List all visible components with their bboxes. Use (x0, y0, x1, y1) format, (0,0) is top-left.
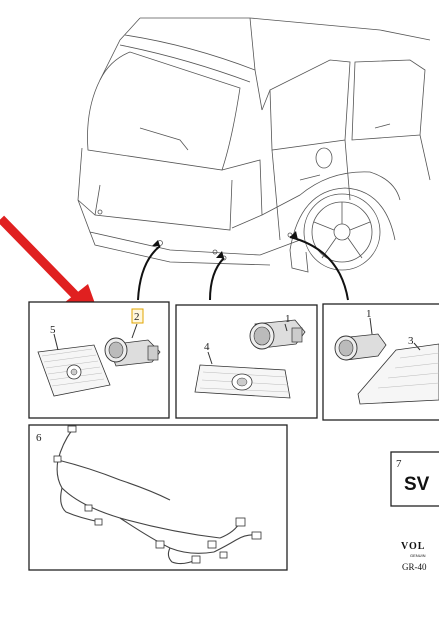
callout-6: 6 (36, 432, 42, 444)
callout-1-middle: 1 (285, 313, 291, 325)
panel-wiring-harness: 6 (28, 424, 288, 571)
connector-arrows (137, 236, 349, 301)
car-illustration (77, 17, 431, 273)
bracket-part-5 (37, 344, 111, 397)
reference-code: GR-40 (402, 562, 427, 572)
panel-sensor-middle: 1 4 (175, 304, 318, 419)
callout-1-right: 1 (366, 308, 372, 320)
bracket-part-4 (194, 364, 291, 399)
connector-arrowheads (152, 231, 298, 258)
panel-label-7: 7 SV (390, 451, 439, 507)
sensor-part-2 (104, 337, 161, 367)
wiring-harness-part-6 (56, 429, 257, 565)
brand-footer: VOL GENUIN GR-40 (401, 541, 427, 572)
panel-sensor-right: 1 3 (322, 303, 439, 421)
sensor-part-1-right (334, 333, 387, 361)
harness-connectors (53, 425, 262, 564)
brand-subtitle: GENUIN (410, 553, 426, 558)
callout-5: 5 (50, 324, 56, 336)
panel-sensor-left: 2 5 (28, 301, 170, 419)
callout-7: 7 (396, 458, 402, 470)
brand-name: VOL (401, 541, 425, 552)
callout-3: 3 (408, 335, 414, 347)
callout-2: 2 (134, 311, 140, 323)
callout-4: 4 (204, 341, 210, 353)
panel7-code: SV (404, 474, 430, 495)
bracket-part-3 (357, 343, 439, 405)
sensor-part-1-middle (249, 319, 306, 350)
